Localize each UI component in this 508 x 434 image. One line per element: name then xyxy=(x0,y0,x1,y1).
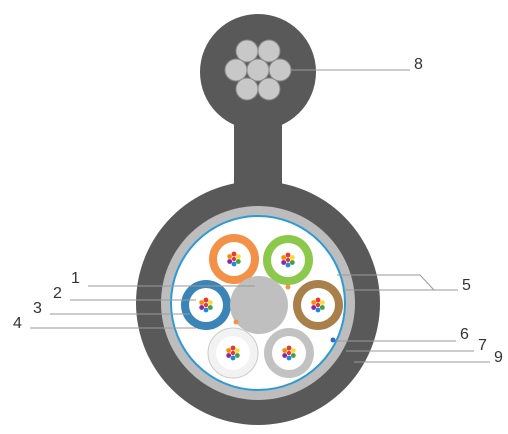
optical-fiber xyxy=(231,261,237,267)
optical-fiber xyxy=(231,251,237,257)
steel-wire-strand xyxy=(224,39,292,101)
gel-marker xyxy=(285,284,291,290)
optical-fiber xyxy=(199,305,205,310)
optical-fiber xyxy=(234,348,240,353)
optical-fiber xyxy=(290,353,296,358)
callout-labels: 8 1 2 3 4 5 6 7 9 xyxy=(13,56,503,366)
optical-fiber xyxy=(230,350,236,356)
steel-wire xyxy=(235,39,259,63)
optical-fiber xyxy=(290,348,296,353)
optical-fiber xyxy=(286,355,292,361)
optical-fiber xyxy=(319,305,325,310)
optical-fiber xyxy=(203,302,209,308)
leader-line-5a xyxy=(337,274,458,291)
optical-fiber xyxy=(226,353,232,358)
loose-tube-green xyxy=(263,235,313,285)
steel-wire xyxy=(235,77,259,101)
gel-marker xyxy=(233,319,239,325)
optical-fiber xyxy=(311,305,317,310)
optical-fiber xyxy=(282,348,288,353)
loose-tube-white xyxy=(207,327,259,379)
callout-3: 3 xyxy=(33,300,42,317)
loose-tubes xyxy=(181,234,343,379)
loose-tube-gray xyxy=(264,328,314,378)
loose-tube-blue xyxy=(181,280,231,330)
optical-fiber xyxy=(227,254,233,259)
messenger-section xyxy=(200,14,316,210)
ripcord xyxy=(330,337,336,343)
optical-fiber xyxy=(282,353,288,358)
optical-fiber xyxy=(235,259,241,264)
optical-fiber xyxy=(227,259,233,264)
callout-6: 6 xyxy=(460,326,469,343)
optical-fiber xyxy=(289,260,295,265)
callout-9: 9 xyxy=(494,349,503,366)
optical-fiber xyxy=(226,348,232,353)
optical-fiber xyxy=(281,255,287,260)
optical-fiber xyxy=(285,262,291,268)
optical-fiber xyxy=(199,300,205,305)
callout-1: 1 xyxy=(71,270,80,287)
central-strength-member xyxy=(230,276,288,334)
steel-wire xyxy=(224,58,248,82)
callout-5: 5 xyxy=(462,277,471,294)
optical-fiber xyxy=(230,355,236,361)
callout-2: 2 xyxy=(53,285,62,302)
steel-wire xyxy=(246,58,270,82)
loose-tube-brown xyxy=(293,280,343,330)
cable-body xyxy=(136,181,380,425)
steel-wire xyxy=(268,58,292,82)
callout-7: 7 xyxy=(478,337,487,354)
loose-tube-orange xyxy=(209,234,259,284)
optical-fiber xyxy=(234,353,240,358)
optical-fiber xyxy=(289,255,295,260)
leader-lines xyxy=(30,69,490,363)
optical-fiber xyxy=(286,345,292,351)
callout-8: 8 xyxy=(414,56,423,73)
callout-4: 4 xyxy=(13,315,22,332)
optical-fiber xyxy=(315,297,321,303)
optical-fiber xyxy=(207,300,213,305)
optical-fiber xyxy=(207,305,213,310)
optical-fiber xyxy=(203,307,209,313)
optical-fiber xyxy=(231,256,237,262)
optical-fiber xyxy=(311,300,317,305)
optical-fiber xyxy=(285,257,291,263)
optical-fiber xyxy=(281,260,287,265)
optical-fiber xyxy=(235,254,241,259)
optical-fiber xyxy=(285,252,291,258)
optical-fiber xyxy=(286,350,292,356)
optical-fiber xyxy=(315,302,321,308)
optical-fiber xyxy=(230,345,236,351)
optical-fiber xyxy=(203,297,209,303)
optical-fiber xyxy=(319,300,325,305)
steel-wire xyxy=(257,39,281,63)
optical-fiber xyxy=(315,307,321,313)
steel-wire xyxy=(257,77,281,101)
